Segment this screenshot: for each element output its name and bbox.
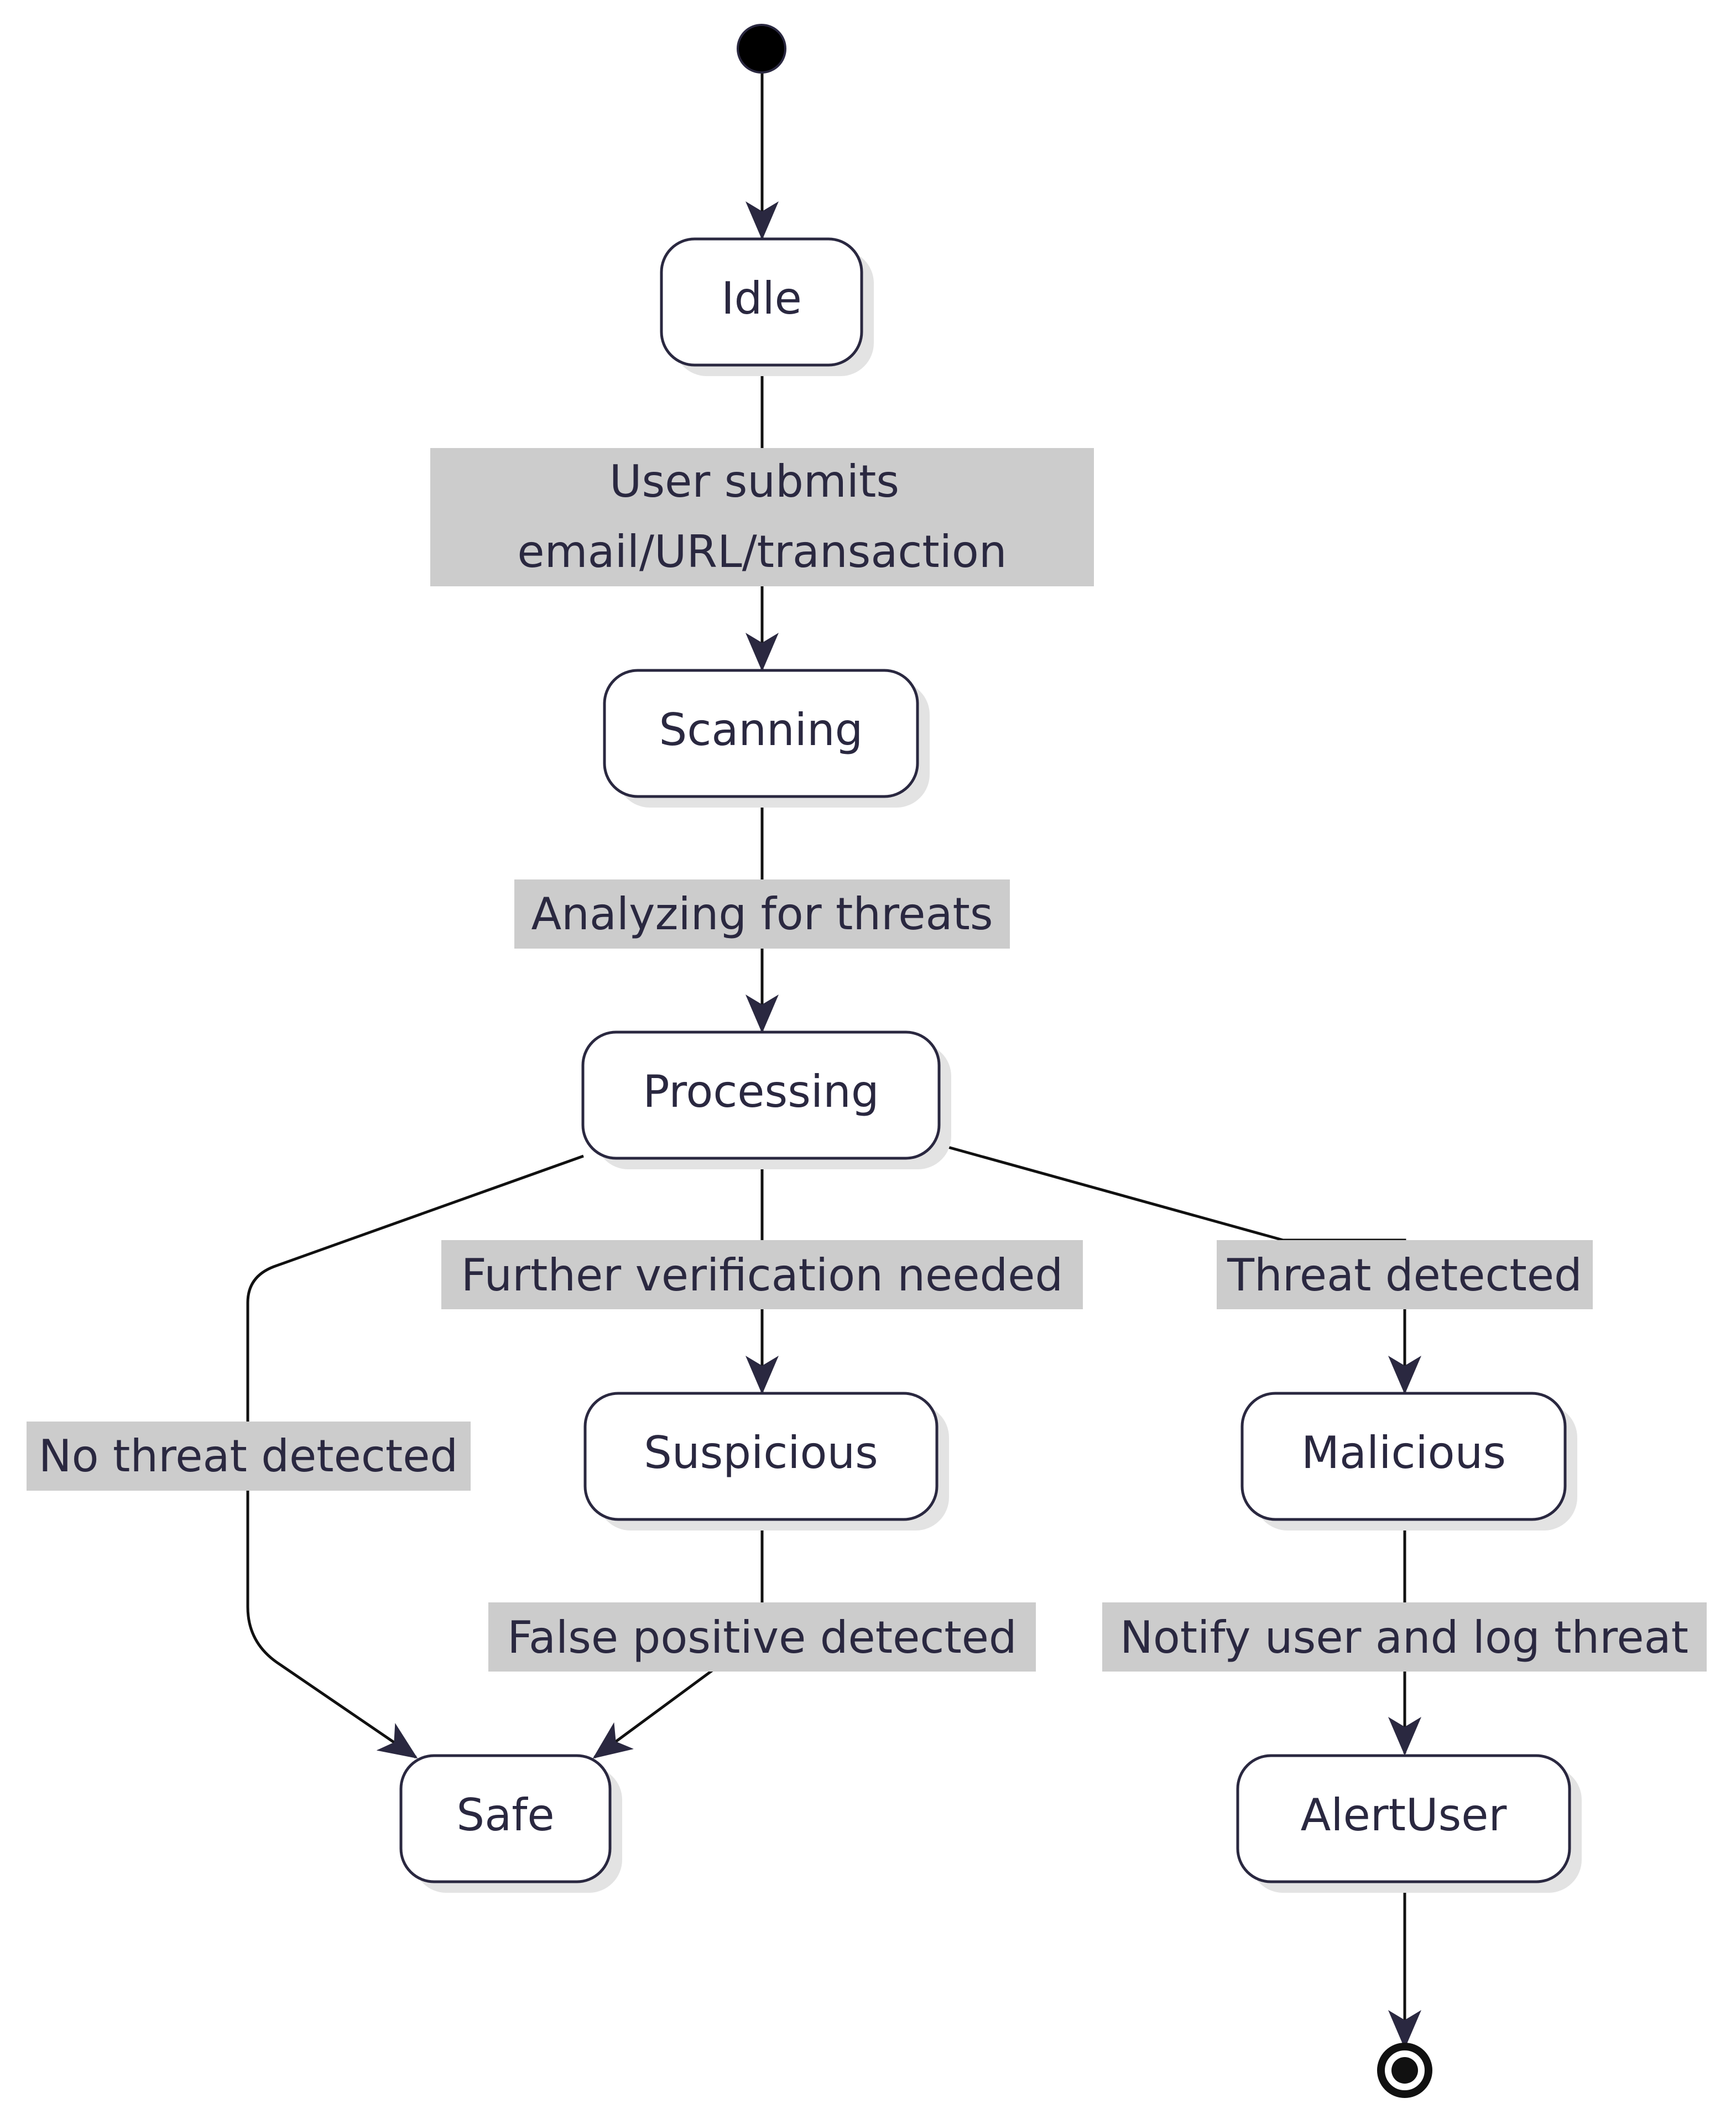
label-suspicious-to-safe: False positive detected bbox=[488, 1602, 1036, 1672]
svg-text:Idle: Idle bbox=[721, 273, 802, 324]
state-idle: Idle bbox=[660, 237, 874, 376]
svg-text:email/URL/transaction: email/URL/transaction bbox=[517, 526, 1007, 577]
svg-text:Scanning: Scanning bbox=[659, 704, 863, 756]
start-node bbox=[737, 24, 786, 74]
svg-text:Analyzing for threats: Analyzing for threats bbox=[531, 888, 993, 940]
state-safe: Safe bbox=[399, 1754, 622, 1893]
state-alert-user: AlertUser bbox=[1236, 1754, 1582, 1893]
label-idle-to-scanning: User submits email/URL/transaction bbox=[430, 448, 1094, 586]
svg-text:Threat detected: Threat detected bbox=[1227, 1250, 1582, 1301]
end-node bbox=[1377, 2043, 1432, 2098]
svg-text:Processing: Processing bbox=[643, 1066, 879, 1117]
label-processing-to-malicious: Threat detected bbox=[1217, 1240, 1593, 1309]
edge-processing-to-safe bbox=[246, 1154, 584, 1759]
state-malicious: Malicious bbox=[1240, 1392, 1577, 1530]
svg-text:AlertUser: AlertUser bbox=[1301, 1789, 1507, 1841]
label-malicious-to-alert: Notify user and log threat bbox=[1102, 1602, 1707, 1672]
svg-text:Further verification needed: Further verification needed bbox=[461, 1250, 1064, 1301]
state-scanning: Scanning bbox=[603, 669, 930, 808]
label-processing-to-suspicious: Further verification needed bbox=[441, 1240, 1083, 1309]
svg-text:False positive detected: False positive detected bbox=[507, 1612, 1016, 1663]
svg-text:No threat detected: No threat detected bbox=[39, 1430, 458, 1482]
svg-text:Safe: Safe bbox=[456, 1789, 554, 1841]
svg-text:Malicious: Malicious bbox=[1301, 1427, 1506, 1479]
svg-text:Notify user and log threat: Notify user and log threat bbox=[1120, 1612, 1688, 1663]
svg-text:User submits: User submits bbox=[609, 456, 899, 507]
svg-text:Suspicious: Suspicious bbox=[644, 1427, 878, 1479]
label-scanning-to-processing: Analyzing for threats bbox=[514, 879, 1010, 949]
state-suspicious: Suspicious bbox=[583, 1392, 949, 1530]
label-processing-to-safe: No threat detected bbox=[27, 1422, 471, 1491]
state-processing: Processing bbox=[581, 1030, 951, 1169]
